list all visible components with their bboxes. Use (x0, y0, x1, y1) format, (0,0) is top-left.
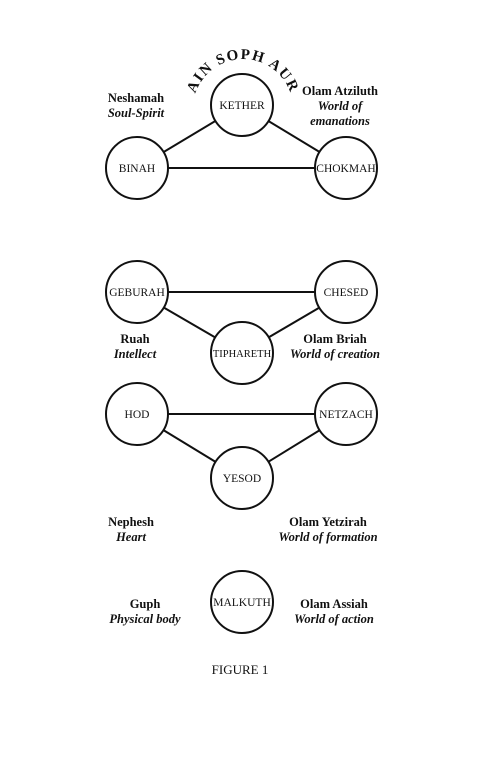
sephirah-hod: HOD (105, 382, 169, 446)
netzach-circle (314, 382, 378, 446)
hod-label: HOD (125, 409, 150, 421)
sephirah-geburah: GEBURAH (105, 260, 169, 324)
sephirah-chokmah: CHOKMAH (314, 136, 378, 200)
chokmah-circle (314, 136, 378, 200)
chokmah-label: CHOKMAH (316, 163, 375, 175)
ruah-label: Ruah (120, 332, 150, 346)
world-of-formation-label: World of formation (278, 530, 378, 544)
neshamah-label: Neshamah (107, 91, 165, 105)
binah-label: BINAH (119, 163, 155, 175)
figure-caption: FIGURE 1 (211, 662, 269, 677)
kether-label: KETHER (219, 100, 265, 112)
world-of-action-label: World of action (294, 612, 374, 626)
olam-assiah-label: Olam Assiah (300, 597, 368, 611)
world-of-emanations-line2: emanations (310, 114, 370, 128)
soul-spirit-label: Soul-Spirit (107, 106, 165, 120)
yesod-circle (210, 446, 274, 510)
chesed-label: CHESED (324, 287, 369, 299)
geburah-label: GEBURAH (109, 287, 165, 299)
nephesh-label: Nephesh (108, 515, 154, 529)
sephirah-kether: KETHER (210, 73, 274, 137)
sephirah-chesed: CHESED (314, 260, 378, 324)
binah-circle (105, 136, 169, 200)
olam-atziluth-label: Olam Atziluth (301, 84, 379, 98)
physical-body-label: Physical body (109, 612, 181, 626)
kether-circle (210, 73, 274, 137)
malkuth-label: MALKUTH (213, 597, 271, 609)
world-of-creation-label: World of creation (289, 347, 381, 361)
geburah-circle (105, 260, 169, 324)
hod-circle (105, 382, 169, 446)
sephirah-binah: BINAH (105, 136, 169, 200)
olam-briah-label: Olam Briah (303, 332, 367, 346)
sephirah-malkuth: MALKUTH (210, 570, 274, 634)
heart-label: Heart (116, 530, 146, 544)
intellect-label: Intellect (113, 347, 157, 361)
sephirah-tiphareth: TIPHARETH (210, 321, 274, 385)
netzach-label: NETZACH (319, 409, 373, 421)
tiphareth-circle (210, 321, 274, 385)
olam-yetzirah-label: Olam Yetzirah (289, 515, 367, 529)
sephirah-netzach: NETZACH (314, 382, 378, 446)
malkuth-circle (210, 570, 274, 634)
guph-label: Guph (129, 597, 161, 611)
chesed-circle (314, 260, 378, 324)
tiphareth-label: TIPHARETH (213, 349, 272, 360)
yesod-label: YESOD (223, 473, 261, 485)
sephirah-yesod: YESOD (210, 446, 274, 510)
world-of-emanations-line1: World of (317, 99, 363, 113)
